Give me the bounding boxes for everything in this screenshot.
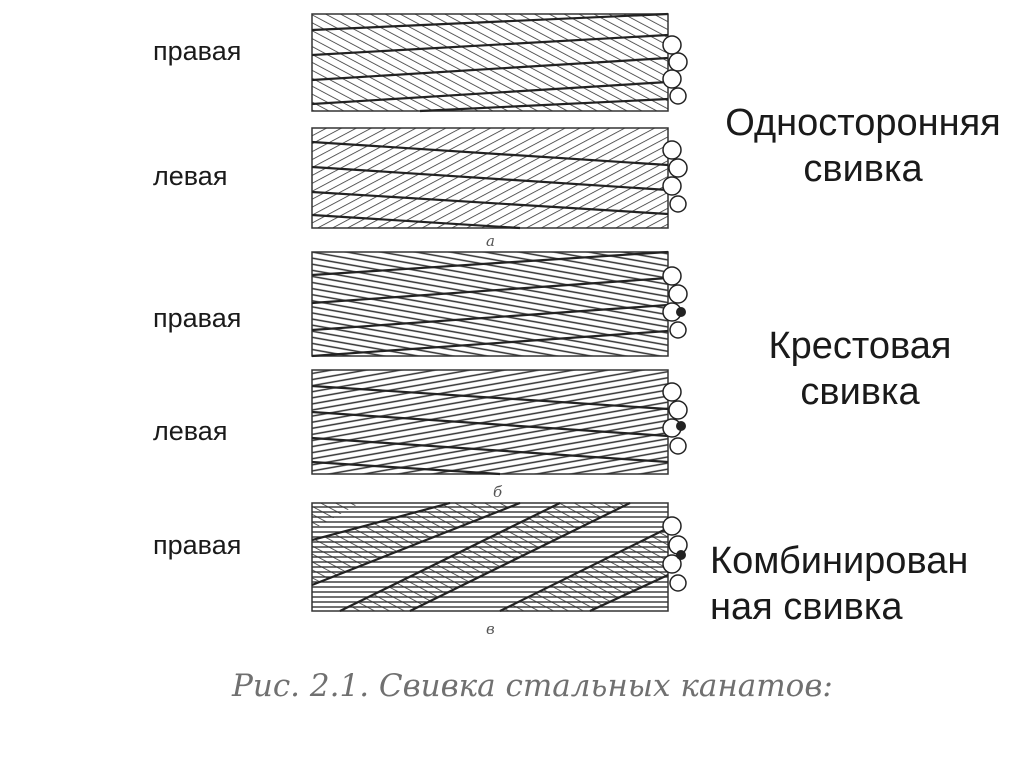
cross-lay-line2: свивка: [740, 369, 980, 415]
figure-caption: Рис. 2.1. Свивка стальных канатов:: [232, 668, 833, 704]
cross-lay-line1: Крестовая: [740, 323, 980, 369]
rope-4-left-lay: б: [312, 370, 687, 501]
one-sided-lay-line2: свивка: [707, 146, 1019, 192]
rope-2-left-lay: а: [312, 128, 687, 250]
rope-1-right-lay: [312, 14, 687, 111]
combined-lay-line2: ная свивка: [710, 584, 1010, 630]
rope-5-right-lay: в: [312, 503, 687, 638]
combined-lay-label: Комбинирован ная свивка: [710, 538, 1010, 631]
sub-label-c: в: [486, 620, 495, 638]
combined-lay-line1: Комбинирован: [710, 538, 1010, 584]
one-sided-lay-label: Односторонняя свивка: [707, 100, 1019, 193]
rope-3-right-lay: [312, 252, 687, 356]
sub-label-a: а: [486, 232, 495, 250]
cross-lay-label: Крестовая свивка: [740, 323, 980, 416]
sub-label-b: б: [493, 483, 503, 501]
one-sided-lay-line1: Односторонняя: [707, 100, 1019, 146]
